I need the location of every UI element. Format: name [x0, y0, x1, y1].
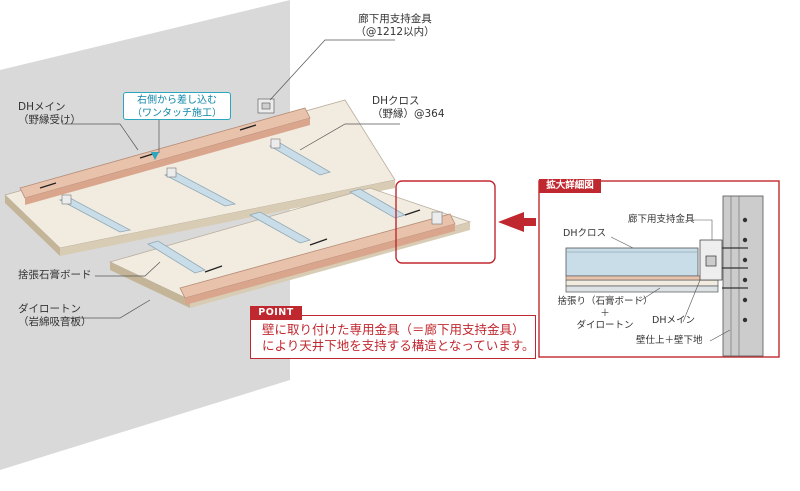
label-dh-cross-line2: （野縁）@364 — [372, 108, 445, 120]
detail-bracket — [699, 239, 723, 281]
upper-board-edge — [5, 195, 60, 256]
label-dh-cross-line1: DHクロス — [372, 95, 420, 107]
insert-callout-line2: （ワンタッチ施工） — [132, 108, 222, 119]
point-line-2: により天井下地を支持する構造となっています。 — [262, 338, 535, 353]
detail-label-board-line3: ダイロートン — [576, 320, 634, 331]
detail-label-bracket: 廊下用支持金具 — [628, 214, 695, 225]
label-dairoton: ダイロートン （岩綿吸音板） — [18, 303, 92, 329]
label-dh-main-line1: DHメイン — [18, 101, 66, 113]
leader-lines — [60, 39, 400, 319]
detail-label-dh-cross: DHクロス — [563, 228, 606, 239]
insert-arrow — [151, 152, 159, 160]
detail-board — [565, 279, 719, 287]
label-bracket-line1: 廊下用支持金具 — [358, 13, 432, 25]
label-bracket: 廊下用支持金具 （@1212以内） — [345, 13, 445, 39]
lower-dh-cross-group — [147, 188, 407, 274]
detail-dh-cross — [565, 247, 699, 277]
label-dh-cross: DHクロス （野縁）@364 — [372, 95, 445, 121]
label-dairoton-line2: （岩綿吸音板） — [18, 316, 92, 328]
label-bracket-line2: （@1212以内） — [355, 26, 435, 38]
detail-dh-main — [565, 275, 719, 281]
point-text: 壁に取り付けた専用金具（＝廊下用支持金具） により天井下地を支持する構造となって… — [262, 322, 535, 354]
point-tag: POINT — [250, 306, 302, 320]
label-dh-main: DHメイン （野縁受け） — [18, 101, 81, 127]
detail-label-board-line2: ＋ — [600, 308, 610, 319]
detail-title: 拡大詳細図 — [539, 179, 601, 193]
insert-callout: 右側から差し込む （ワンタッチ施工） — [123, 92, 231, 120]
detail-label-board-line1: 捨張り（石膏ボード） — [557, 296, 653, 307]
upper-board-front — [60, 180, 395, 256]
label-dairoton-line1: ダイロートン — [18, 303, 81, 315]
detail-label-wall: 壁仕上＋壁下地 — [636, 335, 703, 346]
detail-wall — [722, 195, 764, 357]
label-sute-board: 捨張石膏ボード — [18, 269, 92, 281]
wall-bracket — [257, 98, 275, 114]
point-box — [250, 315, 536, 359]
upper-ceiling-assembly — [4, 99, 396, 256]
point-line-1: 壁に取り付けた専用金具（＝廊下用支持金具） — [262, 322, 525, 337]
zoom-arrow — [498, 212, 536, 232]
lower-board-edge — [110, 262, 190, 308]
zoom-source-box — [395, 180, 496, 264]
detail-label-dh-main: DHメイン — [652, 315, 695, 326]
detail-drawing — [565, 195, 764, 357]
detail-label-board: 捨張り（石膏ボード） ＋ ダイロートン — [555, 296, 655, 332]
label-dh-main-line2: （野縁受け） — [18, 114, 81, 126]
insert-callout-line1: 右側から差し込む — [137, 95, 217, 106]
lower-ceiling-assembly — [108, 187, 472, 308]
